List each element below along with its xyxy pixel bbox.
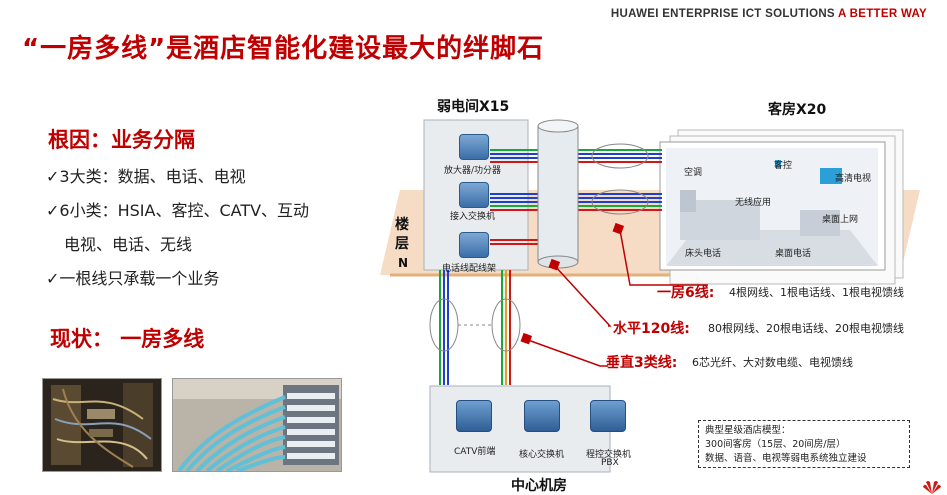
hotel-model-note: 典型星级酒店模型： 300间客房（15层、20间房/层） 数据、语音、电视等弱电…	[698, 420, 910, 468]
callout-room-desc: 4根网线、1根电话线、1根电视馈线	[729, 286, 904, 299]
patch-panel-image	[173, 379, 341, 471]
weak-device-switch-label: 接入交换机	[450, 212, 496, 222]
room-tv	[820, 168, 842, 184]
callout-vertical-tag: 垂直3类线:	[606, 355, 678, 371]
page-title: “一房多线”是酒店智能化建设最大的绊脚石	[22, 34, 545, 64]
root-cause-heading: 根因：业务分隔	[48, 128, 195, 152]
room-desk	[800, 210, 840, 236]
room-headboard	[680, 190, 696, 212]
catv-headend-icon	[456, 400, 492, 432]
pbx-label: PBX	[601, 458, 619, 468]
core-switch-icon	[524, 400, 560, 432]
central-device-core-label: 核心交换机	[519, 450, 565, 460]
floor-label-top: 楼	[395, 217, 409, 233]
vertical-cables	[429, 270, 521, 385]
pbx-icon	[590, 400, 626, 432]
huawei-logo-icon	[923, 481, 941, 494]
weak-device-phone-label: 电话线配线架	[442, 264, 497, 274]
access-switch-icon	[459, 182, 489, 208]
note-line-2: 300间客房（15层、20间房/层）	[705, 439, 846, 450]
brand-banner: HUAWEI ENTERPRISE ICT SOLUTIONS A BETTER…	[611, 8, 927, 20]
bullet-3: ✓一根线只承载一个业务	[46, 269, 220, 288]
callout-horizontal-tag: 水平120线:	[613, 321, 690, 337]
weak-room-label: 弱电间X15	[437, 99, 510, 115]
callout-horizontal-desc: 80根网线、20根电话线、20根电视馈线	[708, 322, 904, 335]
note-line-3: 数据、语音、电视等弱电系统独立建设	[705, 453, 867, 464]
cabling-photo-messy	[42, 378, 162, 472]
cabling-photo-patch-panel	[172, 378, 342, 472]
room-tag-wireless: 无线应用	[735, 198, 772, 208]
cable-bundle-cylinder	[537, 119, 579, 269]
guest-room-label: 客房X20	[768, 102, 827, 118]
messy-cabling-image	[43, 379, 161, 471]
brand-accent-text: A BETTER WAY	[837, 8, 927, 20]
callout-connectors	[527, 229, 708, 367]
bullet-1: ✓3大类：数据、电话、电视	[46, 167, 246, 186]
central-device-catv-label: CATV前端	[454, 447, 496, 457]
weak-device-amplifier-label: 放大器/功分器	[444, 166, 502, 176]
callout-room-tag: 一房6线:	[657, 285, 715, 301]
room-panel	[775, 160, 781, 168]
room-tag-room-control: 客控	[774, 161, 793, 171]
horizontal-bundle-sleeves	[591, 143, 649, 215]
room-tag-bedside-phone: 床头电话	[685, 249, 722, 259]
note-line-1: 典型星级酒店模型：	[705, 425, 791, 436]
amplifier-icon	[459, 134, 489, 160]
status-heading: 现状： 一房多线	[50, 327, 205, 351]
room-tag-desk-phone: 桌面电话	[775, 249, 812, 259]
floor-label-mid: 层	[395, 236, 409, 252]
central-room-label: 中心机房	[511, 478, 567, 494]
central-device-pbx-label: 程控交换机	[586, 450, 632, 460]
telephone-patch-icon	[459, 232, 489, 258]
brand-main-text: HUAWEI ENTERPRISE ICT SOLUTIONS	[610, 8, 838, 20]
cabling-diagram	[380, 119, 920, 473]
callout-vertical-desc: 6芯光纤、大对数电缆、电视馈线	[692, 356, 853, 369]
room-tag-ac: 空调	[684, 168, 703, 178]
bullet-2: ✓6小类：HSIA、客控、CATV、互动	[46, 201, 310, 220]
floor-label-n: N	[398, 256, 409, 270]
room-tag-hdtv: 高清电视	[835, 174, 872, 184]
bullet-2-continued: 电视、电话、无线	[64, 235, 193, 254]
room-tag-desktop-net: 桌面上网	[822, 215, 859, 225]
callout-markers	[520, 222, 625, 345]
